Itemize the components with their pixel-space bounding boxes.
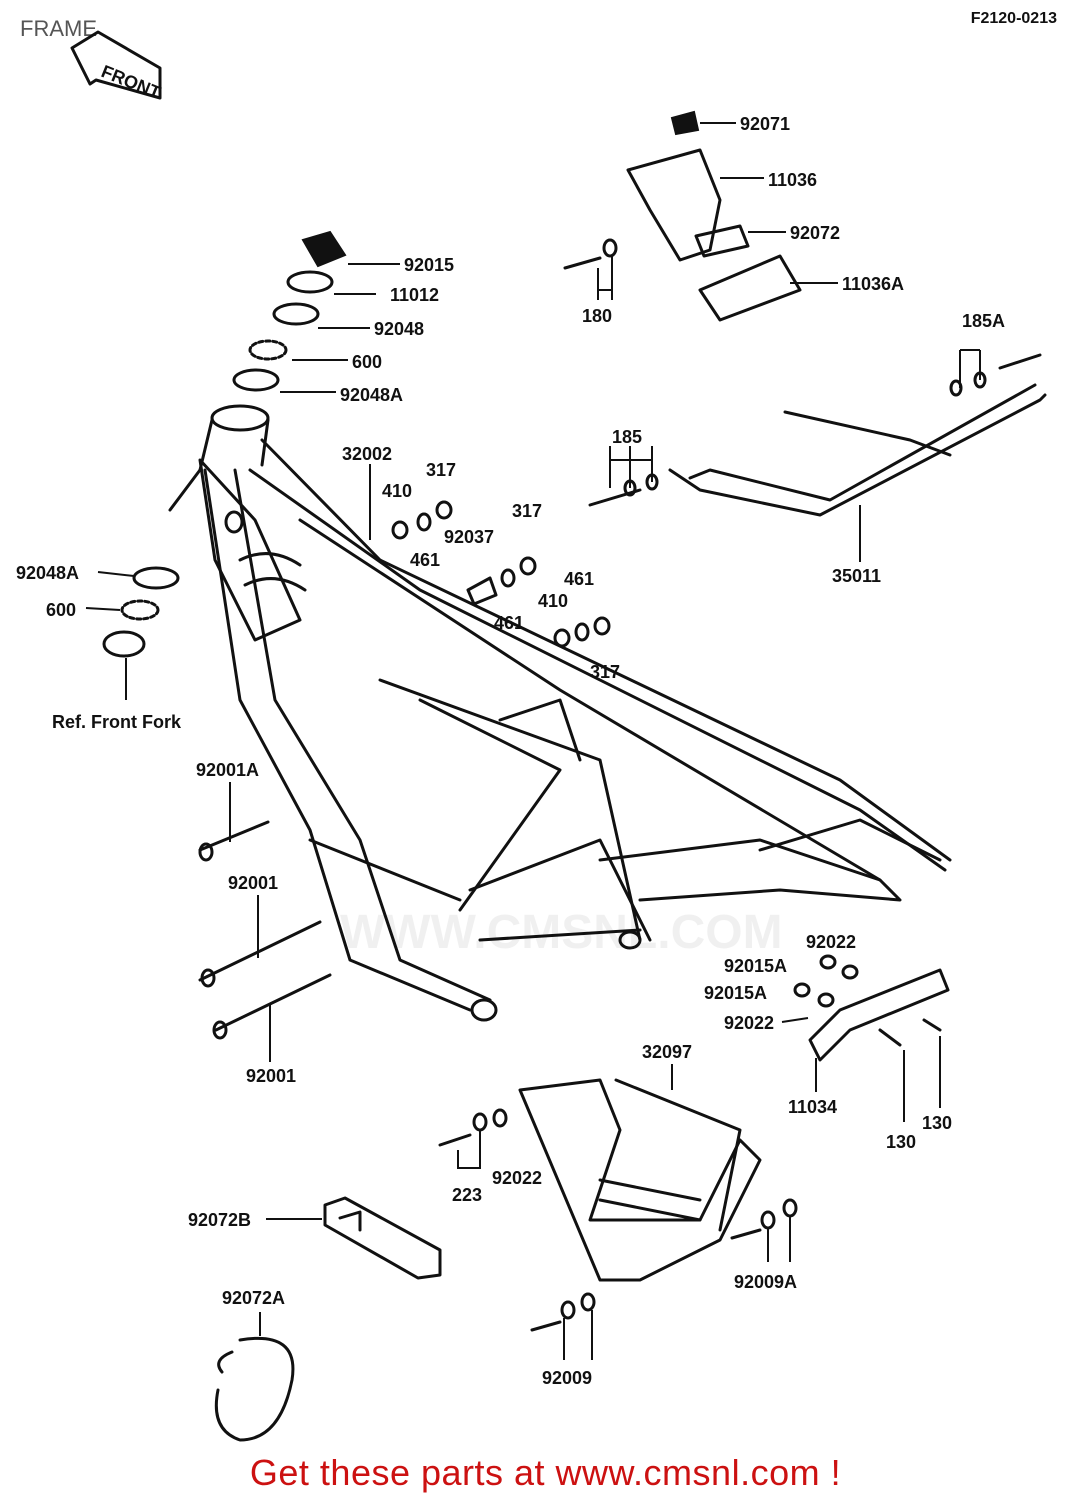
part-label: 11034 [788, 1097, 837, 1117]
part-label: 92015A [704, 983, 767, 1003]
lower-bearing-stack [102, 566, 180, 700]
part-label: 92072 [790, 223, 840, 243]
part-label: 92072B [188, 1210, 251, 1230]
part-label: 92072A [222, 1288, 285, 1308]
call-to-action-link[interactable]: Get these parts at www.cmsnl.com ! [249, 1452, 842, 1493]
part-label: 461 [564, 569, 594, 589]
part-label: 92022 [492, 1168, 542, 1188]
battery-case [438, 1078, 798, 1332]
upper-bracket [563, 110, 802, 322]
part-label: 11036A [842, 274, 904, 294]
engine-mount-bolts [198, 820, 332, 1040]
part-label: 32097 [642, 1042, 692, 1062]
part-label: 11036 [768, 170, 817, 190]
watermark: WWW.CMSNL.COM [340, 906, 783, 959]
part-label: 185 [612, 427, 642, 447]
part-label: 35011 [832, 566, 881, 586]
steering-stack [232, 230, 347, 392]
part-label: 317 [512, 501, 542, 521]
part-label: 600 [46, 600, 76, 620]
grab-rail [588, 353, 1047, 517]
part-label: 180 [582, 306, 612, 326]
part-label: 410 [538, 591, 568, 611]
diagram-code: F2120-0213 [970, 10, 1057, 27]
front-arrow-label: FRONT [99, 61, 164, 103]
bracket-11034 [793, 954, 950, 1062]
page-title: FRAME [20, 16, 97, 41]
part-label: 92001A [196, 760, 259, 780]
frame-main [168, 404, 952, 1022]
band [214, 1336, 295, 1442]
part-label: 92015A [724, 956, 787, 976]
part-label: 185A [962, 311, 1005, 331]
part-label: 92022 [806, 932, 856, 952]
part-label: 92015 [404, 255, 454, 275]
rubber-strap [323, 1196, 442, 1280]
reference-note: Ref. Front Fork [52, 712, 182, 732]
part-label: 92071 [740, 114, 790, 134]
part-label: 410 [382, 481, 412, 501]
part-label: 130 [886, 1132, 916, 1152]
part-label: 92009A [734, 1272, 797, 1292]
part-label: 92001 [246, 1066, 296, 1086]
part-label: 600 [352, 352, 382, 372]
part-label: 461 [410, 550, 440, 570]
part-label: 317 [426, 460, 456, 480]
part-labels: 92071 11036 92072 11036A 180 185A 185 35… [16, 114, 1005, 1388]
part-label: 92022 [724, 1013, 774, 1033]
part-label: 92009 [542, 1368, 592, 1388]
part-label: 92037 [444, 527, 494, 547]
part-label: 92001 [228, 873, 278, 893]
part-label: 461 [494, 613, 524, 633]
leader-lines [85, 122, 981, 1360]
part-label: 92048A [16, 563, 79, 583]
part-label: 317 [590, 662, 620, 682]
part-label: 223 [452, 1185, 482, 1205]
part-label: 32002 [342, 444, 392, 464]
part-label: 92048A [340, 385, 403, 405]
part-label: 130 [922, 1113, 952, 1133]
frame-fasteners [391, 500, 611, 648]
part-label: 92048 [374, 319, 424, 339]
part-label: 11012 [390, 285, 439, 305]
front-arrow-icon: FRONT [70, 30, 164, 103]
